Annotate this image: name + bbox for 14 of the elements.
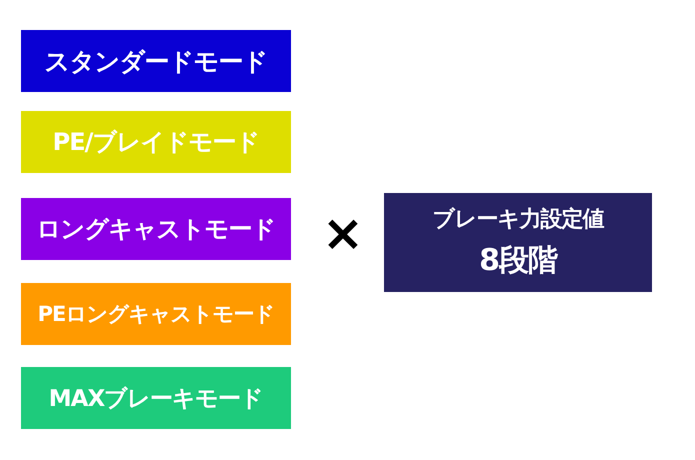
box-title: スタンダードモード: [44, 46, 268, 78]
mode-box: [21, 111, 291, 173]
mode-box: [21, 30, 291, 92]
mode-box: [21, 283, 291, 345]
box-title: PEロングキャストモード: [38, 301, 274, 328]
box-title: ブレーキ力設定値: [432, 206, 604, 234]
mode-box: [21, 367, 291, 429]
box-title: ロングキャストモード: [36, 214, 276, 245]
box-value: 8段階: [479, 242, 557, 280]
mode-box: [21, 198, 291, 260]
multiply-sign: ×: [322, 208, 364, 258]
box-title: PE/ブレイドモード: [52, 127, 260, 158]
setting-box: [384, 193, 652, 292]
box-title: MAXブレーキモード: [48, 384, 264, 414]
